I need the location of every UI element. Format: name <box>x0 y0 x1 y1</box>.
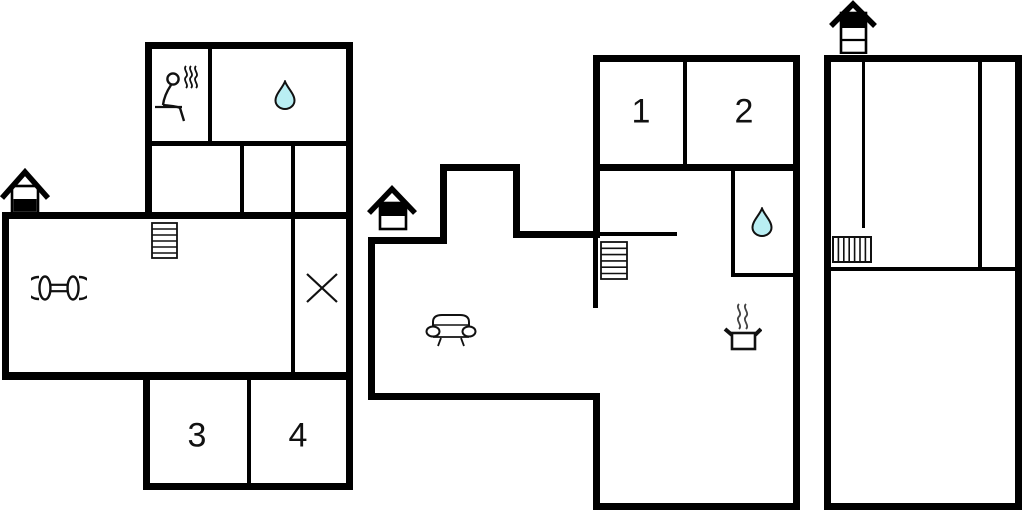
wall <box>598 232 677 236</box>
room-3-label: 3 <box>187 416 207 455</box>
wall <box>145 42 353 49</box>
wall <box>978 62 982 270</box>
wall <box>731 273 793 277</box>
wall <box>824 55 1022 62</box>
wall <box>683 62 687 164</box>
wall <box>368 237 447 244</box>
room-2-label: 2 <box>734 92 754 131</box>
water-drop-icon <box>274 78 296 110</box>
wall <box>152 141 346 146</box>
wall <box>291 219 295 372</box>
chimney-icon <box>366 182 418 232</box>
wall <box>208 49 212 142</box>
cooking-pot-icon <box>722 302 763 352</box>
dumbbell-icon <box>24 271 94 305</box>
wall <box>824 503 1022 510</box>
stairs-icon <box>600 241 628 280</box>
wall <box>247 380 251 483</box>
radiator-icon <box>832 236 872 263</box>
wall <box>145 42 152 219</box>
wall <box>824 55 831 510</box>
wall <box>368 237 375 400</box>
wall <box>440 164 447 244</box>
wall <box>291 146 295 212</box>
wall <box>793 55 800 510</box>
wall <box>593 393 600 510</box>
room-4-label: 4 <box>288 416 308 455</box>
wall <box>513 231 600 238</box>
water-drop-icon <box>751 205 773 237</box>
wall <box>240 146 244 212</box>
cross-icon <box>305 272 339 304</box>
sauna-icon <box>153 62 199 124</box>
sofa-icon <box>425 310 477 348</box>
wall <box>368 393 600 400</box>
wall <box>1015 55 1022 510</box>
partition-line <box>862 62 865 228</box>
wall <box>593 164 800 171</box>
wall <box>143 372 150 490</box>
wall <box>593 55 800 62</box>
wall <box>593 55 600 238</box>
chimney-icon <box>0 163 51 215</box>
wall <box>731 171 735 277</box>
wall <box>143 483 353 490</box>
wall <box>593 238 598 308</box>
wall <box>2 212 9 380</box>
wall <box>513 164 520 238</box>
wall <box>440 164 520 171</box>
wall <box>593 503 800 510</box>
stairs-icon <box>151 222 178 259</box>
wall <box>346 42 353 490</box>
wall <box>2 372 353 380</box>
wall <box>2 212 353 219</box>
room-1-label: 1 <box>631 92 651 131</box>
wall <box>831 267 1015 271</box>
chimney-icon <box>828 0 878 55</box>
